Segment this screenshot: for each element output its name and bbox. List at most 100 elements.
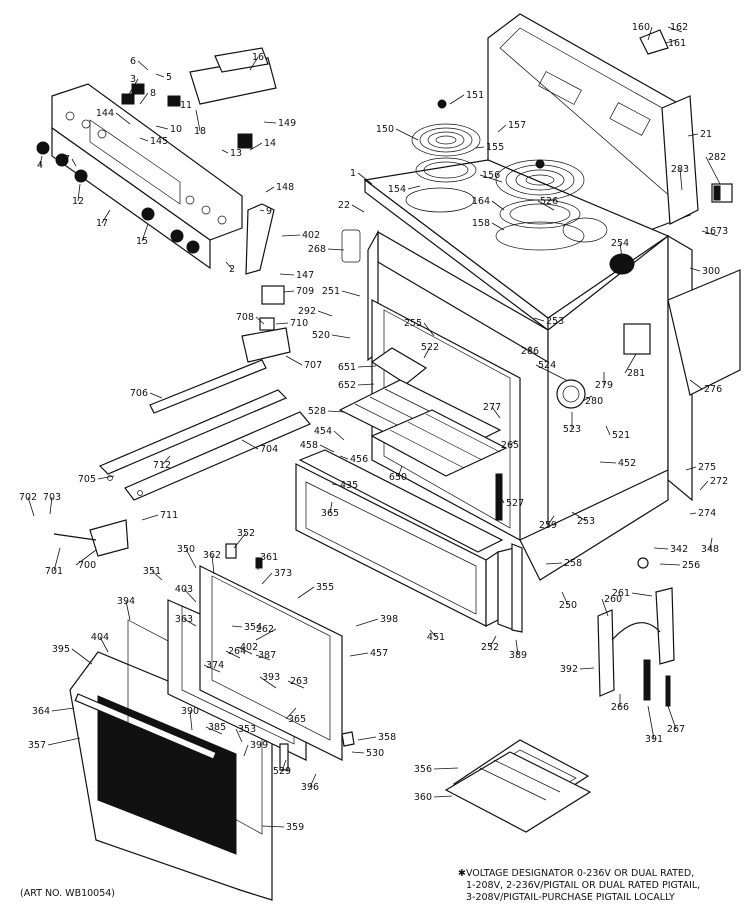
- leader-line: [653, 547, 669, 550]
- part-label: 254: [611, 238, 629, 249]
- footnote-line-3: 3-208V/PIGTAIL-PURCHASE PIGTAIL LOCALLY: [466, 892, 675, 903]
- leader-line: [329, 501, 333, 514]
- part-label: 264: [228, 646, 246, 657]
- part-label: 399: [250, 740, 268, 751]
- part-label: 157: [508, 120, 526, 131]
- part-label: 704: [260, 444, 278, 455]
- leader-line: [231, 625, 243, 628]
- leader-line: [579, 667, 595, 670]
- part-label: 529: [273, 766, 291, 777]
- leader-line: [355, 618, 379, 627]
- part-label: 147: [296, 270, 314, 281]
- leader-line: [561, 591, 569, 606]
- leader-line: [349, 652, 369, 657]
- control-panel: [36, 47, 277, 275]
- leader-line: [327, 248, 345, 251]
- part-label: 452: [618, 458, 636, 469]
- leader-line: [631, 592, 653, 597]
- part-label: 280: [585, 396, 603, 407]
- part-label: 260: [604, 594, 622, 605]
- part-label: 149: [278, 118, 296, 129]
- art-number: (ART NO. WB10054): [20, 888, 115, 899]
- part-label: 404: [91, 632, 109, 643]
- leader-line: [225, 261, 233, 270]
- part-label: 521: [612, 430, 630, 441]
- leader-line: [357, 172, 373, 185]
- part-label: 403: [175, 584, 193, 595]
- leader-line: [205, 726, 223, 735]
- leader-line: [279, 273, 295, 276]
- part-label: 706: [130, 388, 148, 399]
- part-label: 711: [160, 510, 178, 521]
- leader-line: [155, 73, 165, 78]
- part-label: 11: [180, 100, 192, 111]
- leader-line: [51, 707, 75, 712]
- leader-line: [491, 222, 505, 231]
- part-label: 5: [166, 72, 172, 83]
- part-label: 703: [43, 492, 61, 503]
- part-label: 392: [560, 664, 578, 675]
- part-label: 353: [238, 724, 256, 735]
- leader-line: [667, 26, 683, 33]
- part-label: 361: [260, 552, 278, 563]
- part-label: 523: [563, 424, 581, 435]
- part-label: 524: [538, 360, 556, 371]
- part-label: 363: [175, 614, 193, 625]
- part-label: 398: [380, 614, 398, 625]
- leader-line: [115, 112, 131, 125]
- leader-line: [255, 628, 277, 641]
- part-label: 161: [668, 38, 686, 49]
- leader-line: [395, 128, 419, 141]
- part-label: 253: [577, 516, 595, 527]
- leader-line: [183, 588, 197, 603]
- part-label: 277: [483, 402, 501, 413]
- leader-line: [429, 629, 437, 638]
- part-label: 396: [301, 782, 319, 793]
- part-label: 13: [230, 148, 242, 159]
- leader-line: [183, 618, 197, 627]
- leader-line: [99, 636, 109, 653]
- leader-line: [547, 515, 555, 526]
- part-label: 708: [236, 312, 254, 323]
- footnote-line-2: 1-208V, 2-236V/PIGTAIL OR DUAL RATED PIG…: [466, 880, 700, 891]
- leader-line: [319, 444, 335, 453]
- part-label: 22: [338, 200, 350, 211]
- leader-line: [647, 26, 653, 41]
- leader-line: [249, 56, 259, 71]
- part-label: 12: [72, 196, 84, 207]
- leader-line: [255, 654, 271, 661]
- part-label: 1: [350, 168, 356, 179]
- leader-line: [624, 353, 637, 374]
- part-label: 267: [667, 724, 685, 735]
- leader-line: [689, 379, 703, 390]
- leader-line: [71, 648, 93, 665]
- leader-line: [571, 511, 587, 522]
- leader-line: [263, 121, 277, 124]
- part-label: 6: [130, 56, 136, 67]
- part-label: 365: [321, 508, 339, 519]
- part-label: 272: [710, 476, 728, 487]
- leader-line: [397, 465, 403, 478]
- leader-line: [27, 496, 35, 517]
- part-label: 1673: [704, 226, 728, 237]
- part-label: 454: [314, 426, 332, 437]
- part-label: 286: [521, 346, 539, 357]
- door-hinges: [597, 557, 675, 707]
- leader-line: [423, 346, 431, 359]
- leader-line: [701, 230, 719, 237]
- leader-line: [491, 200, 505, 211]
- leader-line: [283, 290, 295, 293]
- part-label: 144: [96, 108, 114, 119]
- part-label: 456: [350, 454, 368, 465]
- leader-line: [357, 365, 377, 368]
- leader-line: [259, 209, 265, 212]
- leader-line: [141, 514, 159, 521]
- leader-line: [601, 598, 609, 617]
- leader-line: [333, 430, 345, 441]
- leader-line: [281, 234, 301, 237]
- part-label: 164: [472, 196, 490, 207]
- leader-line: [351, 204, 365, 213]
- part-label: 250: [559, 600, 577, 611]
- part-label: 374: [206, 660, 224, 671]
